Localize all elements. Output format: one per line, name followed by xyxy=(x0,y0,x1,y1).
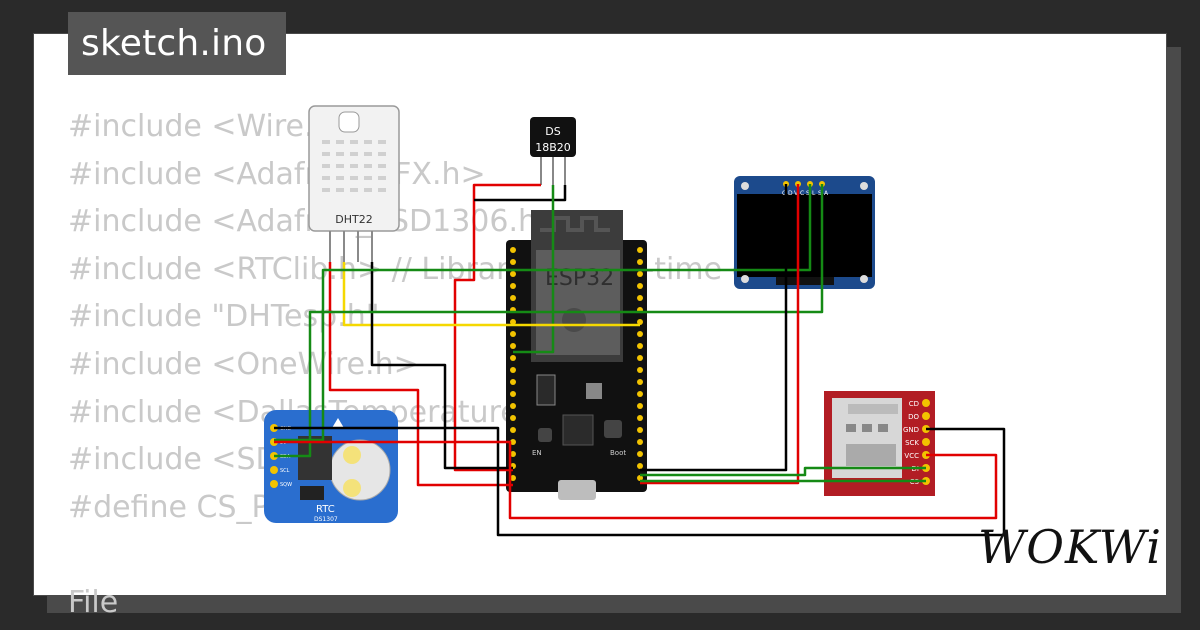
sd-pin-label: GND xyxy=(903,426,919,434)
oled-pin-label: G xyxy=(782,190,787,197)
sd-pin-label: CD xyxy=(909,400,919,408)
rtc-pin-label: SCL xyxy=(280,468,290,474)
ds18b20-sensor[interactable]: DS 18B20 xyxy=(530,117,576,185)
wires xyxy=(274,183,1006,537)
sketch-title: sketch.ino xyxy=(68,12,286,75)
oled-pin-label: D xyxy=(788,190,793,197)
wire-green xyxy=(513,185,555,354)
wire-green xyxy=(640,466,926,477)
ds18b20-label-top: DS xyxy=(545,125,560,138)
dht22-label: DHT22 xyxy=(335,213,372,226)
oled-pin-label: S xyxy=(806,190,810,197)
code-line: File xyxy=(68,584,119,620)
sd-pin-label: SCK xyxy=(905,439,919,447)
oled-pin-label: A xyxy=(824,190,829,197)
esp32-board[interactable]: ESP32 EN Boot xyxy=(506,210,647,500)
oled-pin-label: C xyxy=(800,190,804,197)
sd-card-module[interactable]: CD DO GND SCK VCC DI CS xyxy=(824,391,935,496)
ds18b20-label-bottom: 18B20 xyxy=(535,141,571,154)
oled-display[interactable]: G D V C S L S A xyxy=(734,176,875,289)
wire-black xyxy=(274,426,1006,537)
code-line: #include "DHTesp.h" xyxy=(68,299,380,335)
wire-black xyxy=(370,262,513,470)
sd-pin-label: VCC xyxy=(904,452,919,460)
rtc-chip-label: DS1307 xyxy=(314,516,338,523)
wire-green xyxy=(274,184,824,458)
wire-green xyxy=(274,184,812,442)
wire-black xyxy=(640,184,788,472)
wire-black xyxy=(474,185,567,202)
rtc-pin-label: SQW xyxy=(280,482,292,488)
esp32-left-pins xyxy=(510,247,516,481)
wire-red xyxy=(274,440,998,520)
wokwi-logo: WOKWi xyxy=(978,520,1162,574)
oled-pin-label: S xyxy=(818,190,822,197)
dht22-sensor[interactable]: DHT22 xyxy=(308,105,400,262)
oled-pin-label: L xyxy=(812,190,816,197)
esp32-en-label: EN xyxy=(532,449,542,457)
wire-red xyxy=(453,183,541,472)
oled-pin-label: V xyxy=(794,190,799,197)
esp32-boot-label: Boot xyxy=(610,449,626,457)
sd-pin-label: DO xyxy=(908,413,919,421)
rtc-label: RTC xyxy=(316,504,335,515)
wire-red xyxy=(328,262,513,487)
wire-yellow xyxy=(342,262,640,327)
code-line: #include <Adafruit_SSD1306.h> xyxy=(68,204,562,240)
esp32-right-pins xyxy=(637,247,643,481)
wire-red xyxy=(640,184,800,485)
rtc-module[interactable]: RTC DS1307 GND 5V SDA SCL SQW xyxy=(264,410,398,523)
